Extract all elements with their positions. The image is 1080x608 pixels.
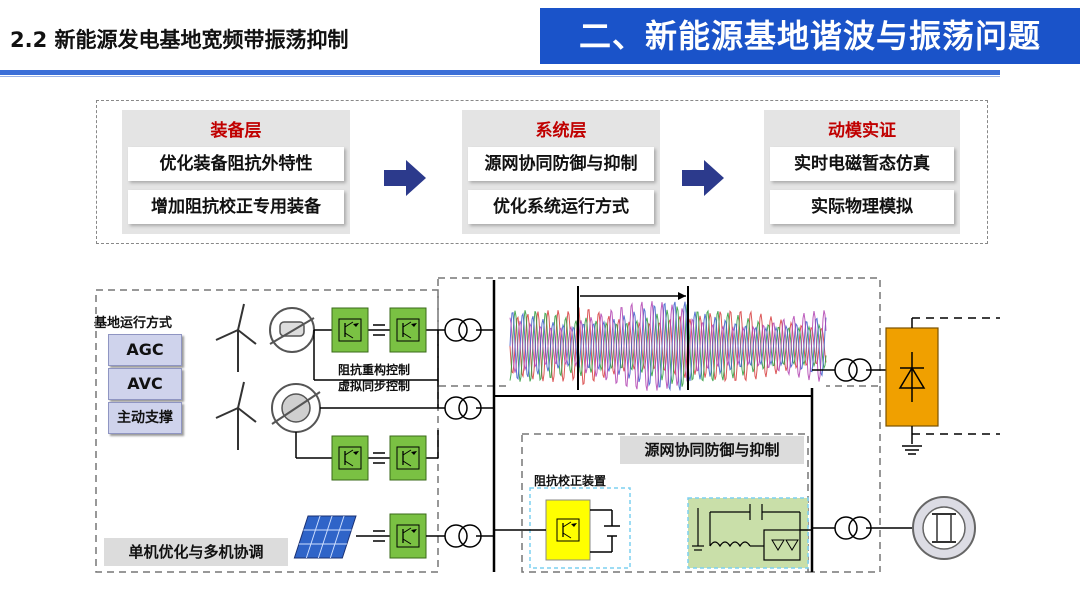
header-rule-thin [0, 76, 1000, 77]
corrector-label: 阻抗校正装置 [534, 474, 607, 488]
level-dynamic-model: 动模实证 实时电磁暂态仿真 实际物理模拟 [764, 110, 960, 234]
ops-title: 基地运行方式 [94, 316, 173, 331]
oscillation-waveform [509, 301, 827, 391]
control-label-2: 虚拟同步控制 [338, 379, 411, 393]
section-title: 2.2 新能源发电基地宽频带振荡抑制 [10, 28, 349, 52]
level-system-title: 系统层 [535, 121, 587, 141]
oscillation-waveform [509, 301, 827, 392]
ops-active-support: 主动支撑 [108, 402, 182, 434]
ops-agc: AGC [108, 334, 182, 366]
level-system-item-1: 源网协同防御与抑制 [468, 147, 654, 181]
level-system: 系统层 源网协同防御与抑制 优化系统运行方式 [462, 110, 660, 234]
header-rule [0, 70, 1000, 75]
control-label-1: 阻抗重构控制 [338, 363, 411, 377]
banner-title: 二、新能源基地谐波与振荡问题 [540, 8, 1080, 64]
ops-avc: AVC [108, 368, 182, 400]
coordination-label: 单机优化与多机协调 [104, 538, 288, 566]
level-equipment-item-1: 优化装备阻抗外特性 [128, 147, 344, 181]
arrow-right-icon [682, 160, 724, 196]
arrow-right-icon [384, 160, 426, 196]
defense-label: 源网协同防御与抑制 [620, 436, 804, 464]
level-system-item-2: 优化系统运行方式 [468, 190, 654, 224]
level-equipment-title: 装备层 [210, 121, 262, 141]
control-label-impedance: 阻抗重构控制 虚拟同步控制 [338, 362, 410, 394]
level-dynamic-item-2: 实际物理模拟 [770, 190, 954, 224]
level-dynamic-title: 动模实证 [828, 121, 896, 141]
level-dynamic-item-1: 实时电磁暂态仿真 [770, 147, 954, 181]
oscillation-waveform [509, 304, 827, 387]
levels-container [96, 100, 988, 244]
level-equipment-item-2: 增加阻抗校正专用装备 [128, 190, 344, 224]
level-equipment: 装备层 优化装备阻抗外特性 增加阻抗校正专用装备 [122, 110, 350, 234]
